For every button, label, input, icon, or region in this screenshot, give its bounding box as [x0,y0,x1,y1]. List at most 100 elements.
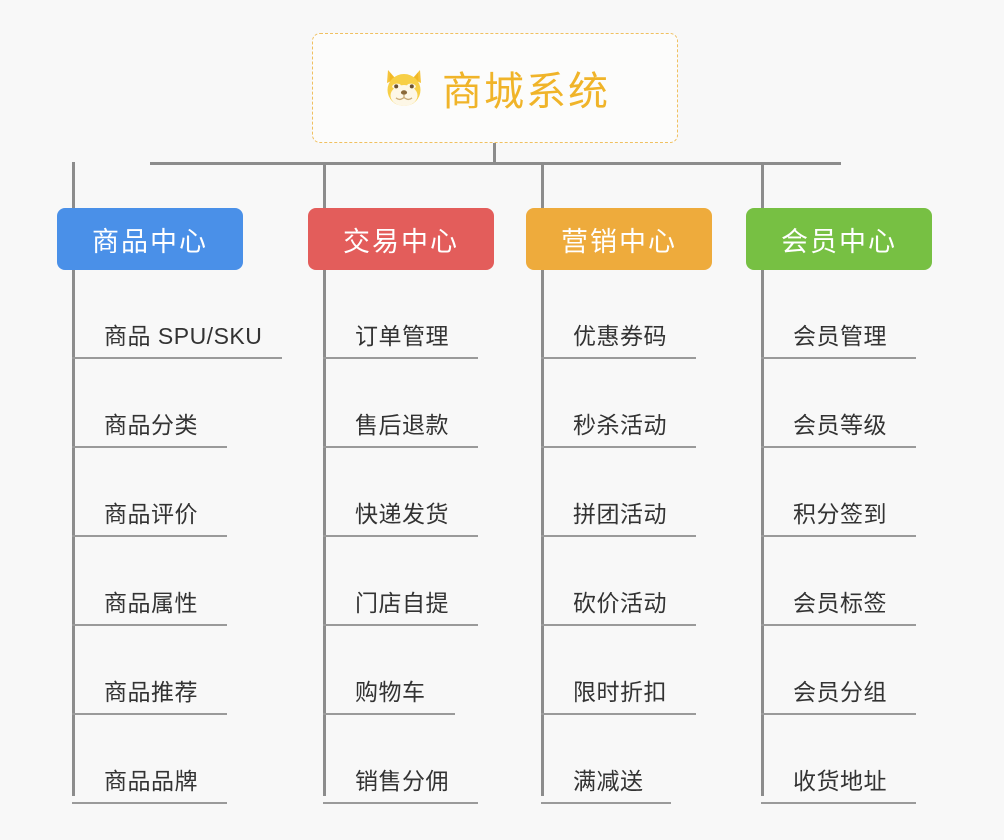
leaf-item-inner: 满减送 [541,715,712,804]
branch-marketing-center: 营销中心优惠券码秒杀活动拼团活动砍价活动限时折扣满减送 [526,208,712,804]
connector-horizontal-bus [150,162,841,165]
leaf-item-underline [323,446,478,448]
leaf-item-label: 销售分佣 [355,768,449,794]
leaf-item-underline [761,713,916,715]
leaf-item-underline [761,357,916,359]
leaf-item-inner: 快递发货 [323,448,494,537]
leaf-item[interactable]: 满减送 [526,715,712,804]
leaf-item-label: 快递发货 [355,501,449,527]
leaf-item-underline [323,535,478,537]
leaf-item-underline [541,802,671,804]
leaf-item-inner: 商品推荐 [72,626,243,715]
leaf-item[interactable]: 订单管理 [308,270,494,359]
branch-member-center: 会员中心会员管理会员等级积分签到会员标签会员分组收货地址 [746,208,932,804]
leaf-item-label: 商品评价 [104,501,198,527]
connector-drop-marketing-center [541,162,544,209]
leaf-item-label: 订单管理 [355,323,449,349]
connector-root-stem [493,143,496,164]
leaf-item-underline [761,446,916,448]
leaf-item-label: 会员标签 [793,590,887,616]
leaf-item-label: 售后退款 [355,412,449,438]
leaf-item[interactable]: 商品属性 [57,537,243,626]
leaf-item-inner: 商品属性 [72,537,243,626]
leaf-item-underline [323,357,478,359]
leaf-item-inner: 砍价活动 [541,537,712,626]
leaf-item-label: 商品推荐 [104,679,198,705]
leaf-item[interactable]: 会员标签 [746,537,932,626]
leaf-item[interactable]: 砍价活动 [526,537,712,626]
leaf-item[interactable]: 商品评价 [57,448,243,537]
leaf-item[interactable]: 收货地址 [746,715,932,804]
branch-trunk-marketing-center [541,270,544,796]
leaf-item-underline [541,624,696,626]
leaf-item[interactable]: 门店自提 [308,537,494,626]
leaf-item-underline [323,802,478,804]
leaf-item-inner: 销售分佣 [323,715,494,804]
leaf-list-product-center: 商品 SPU/SKU 商品分类商品评价商品属性商品推荐商品品牌 [57,270,282,804]
leaf-item-inner: 拼团活动 [541,448,712,537]
leaf-item-inner: 购物车 [323,626,494,715]
leaf-item[interactable]: 售后退款 [308,359,494,448]
leaf-item-label: 商品品牌 [104,768,198,794]
leaf-item-inner: 收货地址 [761,715,932,804]
leaf-item-label: 门店自提 [355,590,449,616]
branch-header-trade-center[interactable]: 交易中心 [308,208,494,270]
leaf-item-label: 商品 SPU/SKU [104,323,263,349]
leaf-item[interactable]: 销售分佣 [308,715,494,804]
leaf-item-underline [541,713,696,715]
leaf-item-underline [72,535,227,537]
leaf-item-inner: 订单管理 [323,270,494,359]
branch-header-marketing-center[interactable]: 营销中心 [526,208,712,270]
branch-header-product-center[interactable]: 商品中心 [57,208,243,270]
connector-drop-trade-center [323,162,326,209]
leaf-item-label: 拼团活动 [573,501,667,527]
leaf-item-underline [72,802,227,804]
leaf-item-inner: 限时折扣 [541,626,712,715]
leaf-item-underline [323,624,478,626]
root-node-mall-system[interactable]: 商城系统 [312,33,678,143]
leaf-item[interactable]: 会员等级 [746,359,932,448]
leaf-list-member-center: 会员管理会员等级积分签到会员标签会员分组收货地址 [746,270,932,804]
leaf-item-inner: 会员分组 [761,626,932,715]
leaf-item[interactable]: 积分签到 [746,448,932,537]
leaf-item-inner: 秒杀活动 [541,359,712,448]
leaf-item[interactable]: 商品推荐 [57,626,243,715]
leaf-item[interactable]: 商品分类 [57,359,243,448]
branch-trunk-member-center [761,270,764,796]
leaf-item-underline [541,357,696,359]
leaf-item-inner: 商品分类 [72,359,243,448]
leaf-item-inner: 商品 SPU/SKU [72,270,282,359]
leaf-item-underline [761,802,916,804]
leaf-item-label: 会员管理 [793,323,887,349]
leaf-item-label: 秒杀活动 [573,412,667,438]
leaf-item-inner: 积分签到 [761,448,932,537]
leaf-item-inner: 商品评价 [72,448,243,537]
dog-face-icon [380,64,428,112]
leaf-item-label: 积分签到 [793,501,887,527]
leaf-item-label: 满减送 [573,768,644,794]
leaf-item[interactable]: 优惠券码 [526,270,712,359]
leaf-item-underline [72,624,227,626]
leaf-item[interactable]: 购物车 [308,626,494,715]
leaf-item[interactable]: 限时折扣 [526,626,712,715]
connector-drop-product-center [72,162,75,209]
leaf-item[interactable]: 会员管理 [746,270,932,359]
leaf-list-trade-center: 订单管理售后退款快递发货门店自提购物车销售分佣 [308,270,494,804]
leaf-item-label: 购物车 [355,679,426,705]
root-title: 商城系统 [442,70,610,114]
branch-header-member-center[interactable]: 会员中心 [746,208,932,270]
leaf-item[interactable]: 商品品牌 [57,715,243,804]
leaf-list-marketing-center: 优惠券码秒杀活动拼团活动砍价活动限时折扣满减送 [526,270,712,804]
leaf-item[interactable]: 会员分组 [746,626,932,715]
leaf-item-underline [761,624,916,626]
leaf-item-inner: 会员等级 [761,359,932,448]
leaf-item-underline [72,446,227,448]
leaf-item[interactable]: 商品 SPU/SKU [57,270,282,359]
leaf-item[interactable]: 拼团活动 [526,448,712,537]
leaf-item[interactable]: 快递发货 [308,448,494,537]
leaf-item-label: 会员等级 [793,412,887,438]
branch-product-center: 商品中心商品 SPU/SKU 商品分类商品评价商品属性商品推荐商品品牌 [57,208,282,804]
leaf-item[interactable]: 秒杀活动 [526,359,712,448]
leaf-item-underline [72,357,282,359]
